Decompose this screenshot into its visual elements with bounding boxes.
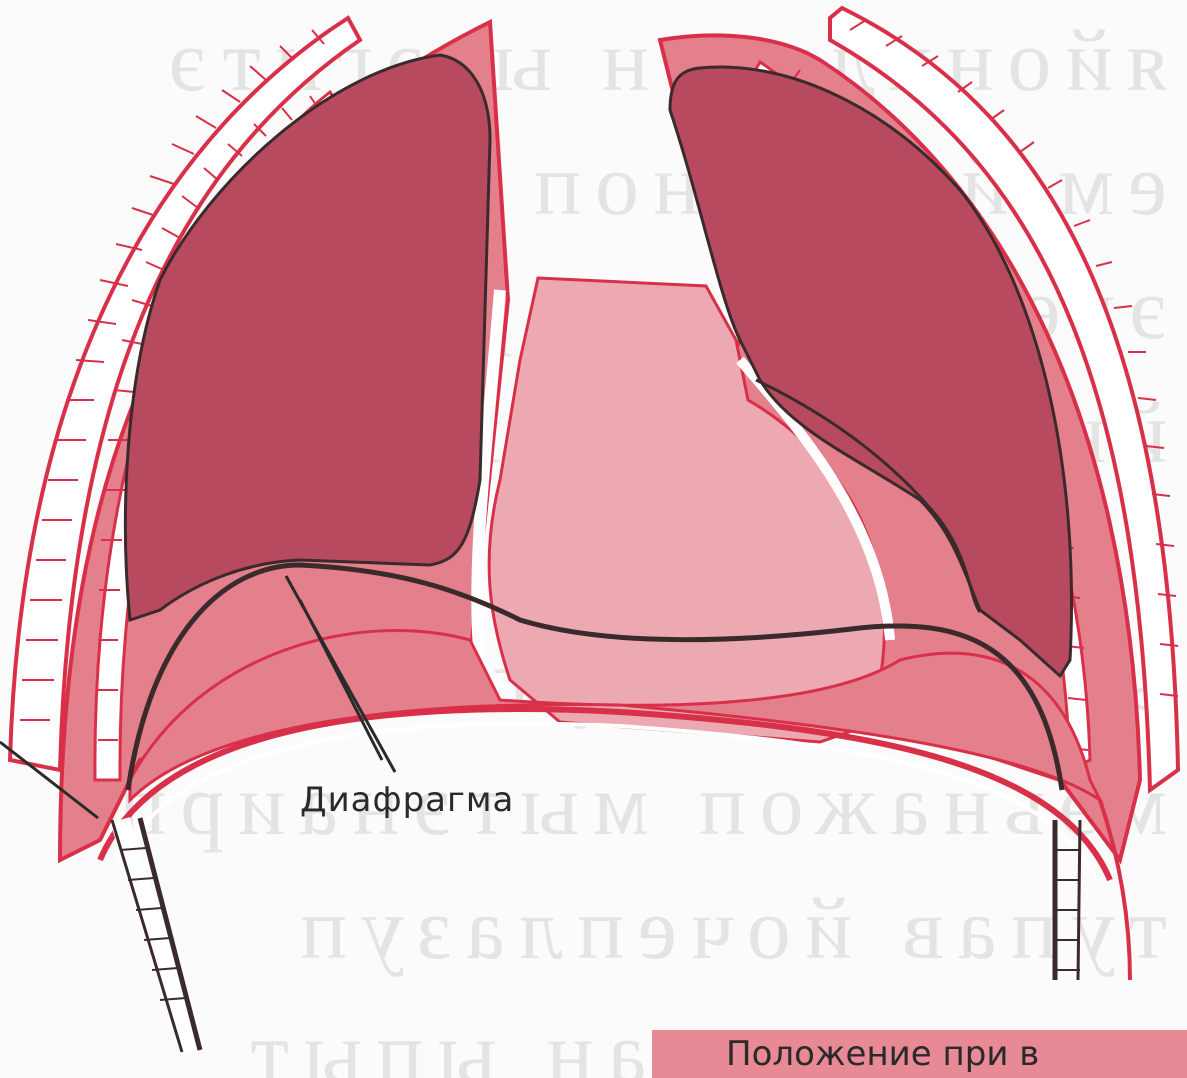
lower-left-ribs	[112, 818, 200, 1052]
caption-text: Положение при в	[726, 1034, 1039, 1074]
left-lung	[125, 55, 490, 620]
diaphragm-label: Диафрагма	[300, 780, 514, 820]
